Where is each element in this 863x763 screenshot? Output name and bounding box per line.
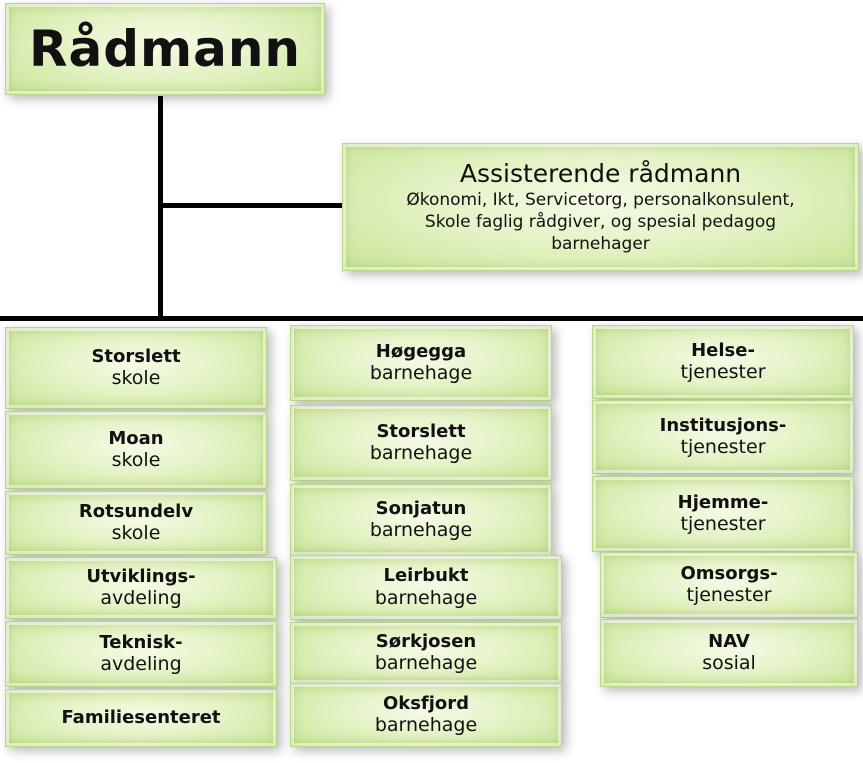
- unit-name: Sørkjosen: [375, 630, 477, 652]
- unit-type: avdeling: [100, 653, 182, 676]
- unit-name: Hjemme-: [677, 491, 769, 513]
- unit-type: avdeling: [100, 587, 182, 610]
- unit-name: NAV: [708, 630, 750, 652]
- assistant-box: Assisterende rådmann Økonomi, Ikt, Servi…: [342, 143, 859, 271]
- unit-box: Teknisk- avdeling: [5, 621, 277, 687]
- assistant-desc-line: barnehager: [551, 234, 650, 255]
- unit-name: Helse-: [691, 339, 755, 361]
- connector-assistant: [160, 203, 345, 208]
- unit-type: barnehage: [374, 586, 478, 609]
- connector-horizontal-bar: [0, 316, 863, 321]
- unit-box: Rotsundelv skole: [5, 491, 267, 555]
- unit-box: Moan skole: [5, 411, 267, 489]
- unit-box: NAV sosial: [600, 619, 858, 687]
- unit-box: Helse- tjenester: [592, 325, 854, 399]
- unit-type: tjenester: [686, 584, 772, 607]
- unit-box: Institusjons- tjenester: [592, 400, 854, 474]
- unit-type: barnehage: [369, 519, 473, 542]
- unit-name: Oksfjord: [382, 692, 470, 714]
- unit-name: Leirbukt: [383, 565, 469, 587]
- assistant-desc-line: Skole faglig rådgiver, og spesial pedago…: [424, 211, 777, 232]
- unit-box: Storslett skole: [5, 327, 267, 409]
- unit-name: Rotsundelv: [78, 500, 194, 522]
- unit-type: barnehage: [369, 362, 473, 385]
- unit-box: Familiesenteret: [5, 689, 277, 747]
- unit-type: barnehage: [374, 714, 478, 737]
- assistant-desc-line: Økonomi, Ikt, Servicetorg, personalkonsu…: [406, 189, 795, 210]
- unit-name: Moan: [108, 427, 164, 449]
- unit-type: skole: [111, 449, 161, 472]
- unit-box: Oksfjord barnehage: [290, 683, 562, 747]
- unit-type: skole: [111, 522, 161, 545]
- unit-name: Storslett: [91, 345, 181, 367]
- unit-type: barnehage: [374, 652, 478, 675]
- unit-name: Teknisk-: [99, 631, 183, 653]
- unit-name: Institusjons-: [659, 414, 787, 436]
- unit-box: Hjemme- tjenester: [592, 476, 854, 552]
- unit-box: Omsorgs- tjenester: [600, 552, 858, 618]
- unit-box: Sonjatun barnehage: [290, 484, 552, 556]
- unit-type: sosial: [702, 652, 756, 675]
- unit-name: Høgegga: [375, 340, 467, 362]
- radmann-box: Rådmann: [5, 3, 325, 95]
- assistant-title: Assisterende rådmann: [459, 158, 742, 188]
- unit-box: Utviklings- avdeling: [5, 557, 277, 619]
- unit-type: tjenester: [680, 513, 766, 536]
- unit-box: Leirbukt barnehage: [290, 555, 562, 620]
- unit-name: Utviklings-: [86, 565, 196, 587]
- unit-type: skole: [111, 367, 161, 390]
- unit-type: barnehage: [369, 442, 473, 465]
- unit-name: Sonjatun: [375, 497, 467, 519]
- radmann-title: Rådmann: [28, 20, 302, 78]
- unit-name: Omsorgs-: [680, 562, 778, 584]
- unit-box: Storslett barnehage: [290, 405, 552, 481]
- unit-name: Storslett: [376, 420, 466, 442]
- unit-name: Familiesenteret: [61, 707, 221, 729]
- unit-type: tjenester: [680, 436, 766, 459]
- unit-box: Sørkjosen barnehage: [290, 622, 562, 684]
- unit-type: tjenester: [680, 361, 766, 384]
- unit-box: Høgegga barnehage: [290, 325, 552, 401]
